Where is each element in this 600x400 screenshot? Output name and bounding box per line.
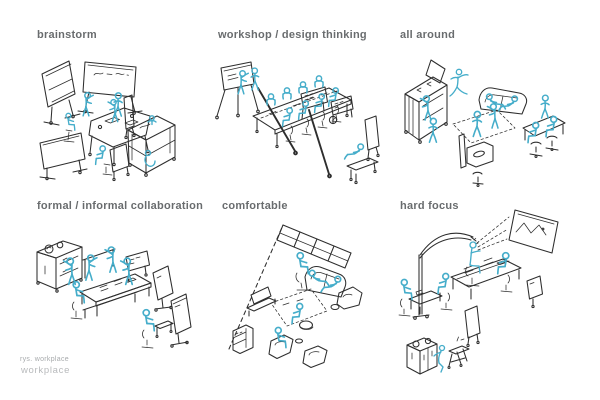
person-seated-2: [545, 115, 558, 138]
person-in-booth: [144, 149, 156, 167]
people-brainstorm: [63, 92, 157, 176]
all-around-scene-sketch: [404, 59, 566, 188]
projection-beams: [473, 216, 510, 251]
right-panel: [364, 115, 380, 162]
desk-and-chairs: [522, 115, 566, 159]
meeting-table: [79, 273, 152, 319]
lower-left-whiteboard: [39, 132, 88, 181]
person-at-counter-1: [85, 254, 98, 282]
person-on-rug-2: [486, 103, 499, 129]
long-worktable: [252, 87, 352, 149]
person-on-task-chair: [142, 308, 156, 332]
tv-console: [246, 286, 277, 317]
person-on-bench: [343, 143, 365, 160]
whiteboard-upper: [152, 265, 174, 312]
panel-title-workshop: workshop / design thinking: [218, 29, 367, 41]
storage-wall: [404, 59, 448, 144]
rug-and-pouf: [270, 288, 328, 330]
collaboration-scene-sketch: [36, 240, 192, 349]
panel-title-formal-informal: formal / informal collaboration: [37, 200, 204, 212]
window-wall: [276, 224, 352, 269]
person-at-booth-top: [147, 115, 157, 126]
panel-title-brainstorm: brainstorm: [37, 29, 97, 41]
person-in-armchair: [274, 326, 287, 349]
person-cheering: [449, 68, 469, 97]
sofa: [478, 87, 528, 115]
panel-title-comfortable: comfortable: [222, 200, 288, 212]
hard-focus-scene-sketch: [398, 209, 559, 375]
person-on-rug-1: [471, 110, 483, 138]
person-pair-2: [437, 272, 450, 295]
focus-desk: [450, 257, 522, 300]
panel-title-hard-focus: hard focus: [400, 200, 459, 212]
panel-title-all-around: all around: [400, 29, 456, 41]
side-panels: [464, 275, 544, 348]
locker-caddy: [406, 337, 438, 375]
armchairs: [268, 334, 328, 369]
coffee-cabinet: [36, 240, 83, 293]
easel-poles: [257, 87, 332, 179]
person-at-cabinet: [62, 257, 77, 286]
footer-caption: rys. workplace: [20, 356, 69, 363]
bottom-panel: [109, 143, 130, 182]
printer-stand: [458, 133, 494, 188]
bookshelf: [232, 324, 254, 355]
rug: [452, 109, 516, 144]
flipchart-easel: [215, 61, 260, 120]
whiteboard-lower: [170, 293, 192, 348]
people-workshop: [237, 67, 342, 143]
side-panel: [123, 94, 136, 140]
mobile-booth: [127, 115, 176, 177]
person-on-lounge-chair: [296, 251, 310, 275]
task-chair-and-desk: [141, 320, 174, 349]
arc-lamp: [412, 232, 477, 320]
footer-wordmark: workplace: [21, 365, 71, 376]
trestle-desk: [447, 336, 470, 370]
sofa-group: [304, 266, 363, 311]
person-standing-right: [540, 94, 550, 119]
pin-boards: [300, 86, 354, 124]
person-hard-focus: [469, 241, 481, 274]
person-at-locker: [433, 344, 446, 373]
person-pair-1: [400, 278, 413, 301]
brainstorm-scene-sketch: [39, 60, 176, 182]
mobile-whiteboard-left: [41, 60, 81, 126]
workshop-scene-sketch: [215, 61, 380, 185]
comfortable-lounge-scene-sketch: [228, 224, 363, 369]
bench: [346, 157, 379, 185]
pair-desk: [408, 289, 443, 315]
projector-screen: [508, 209, 559, 254]
